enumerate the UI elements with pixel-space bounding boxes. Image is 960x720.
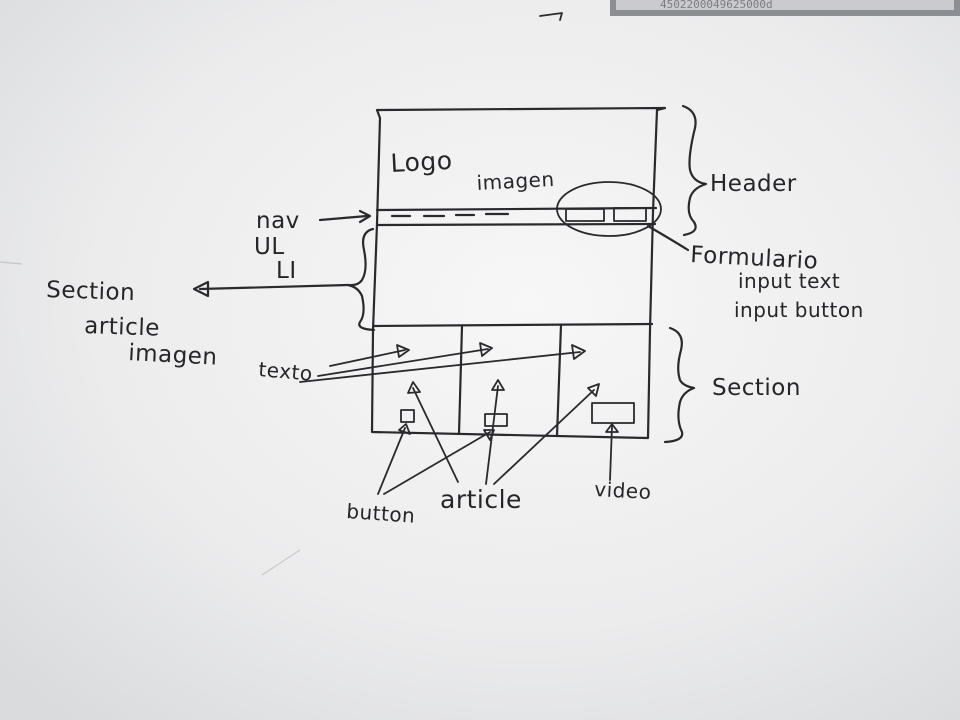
nav-bar-dashes xyxy=(390,212,510,218)
article-arrowhead-2 xyxy=(491,379,505,391)
texto-arrowhead-1 xyxy=(396,344,410,358)
label-section-right: Section xyxy=(712,375,801,401)
button-arrowhead-2 xyxy=(483,429,495,441)
label-header: Header xyxy=(710,171,797,197)
label-article-bottom: article xyxy=(440,485,522,514)
nav-bar-top-line xyxy=(375,206,658,212)
article-arrow-1 xyxy=(412,387,459,483)
form-input-text xyxy=(565,208,605,222)
article-arrowhead-1 xyxy=(407,381,421,394)
label-article-left: article xyxy=(84,313,161,342)
nav-arrowhead xyxy=(358,209,372,224)
page-outline xyxy=(370,106,667,440)
texto-arrow-2 xyxy=(317,348,489,377)
article-button-1 xyxy=(400,409,415,423)
section-divider xyxy=(372,322,654,328)
button-arrowhead-1 xyxy=(398,423,411,435)
frame-sticker-text: 4502200049625000d xyxy=(660,0,773,11)
label-ul: UL xyxy=(254,234,285,260)
section-arrow xyxy=(198,283,350,291)
labels: Logo imagen Header nav UL LI Formulario … xyxy=(46,146,864,528)
texto-arrow-1 xyxy=(329,349,406,367)
nav-bar-bottom-line xyxy=(375,222,657,227)
label-input-button: input button xyxy=(734,298,864,322)
label-button: button xyxy=(346,499,416,528)
label-texto: texto xyxy=(258,357,314,386)
article-button-2 xyxy=(484,413,508,427)
button-arrow-1 xyxy=(377,427,406,495)
header-brace xyxy=(681,104,708,237)
texto-arrow-3 xyxy=(299,351,581,383)
smudge-mark xyxy=(0,261,23,265)
article-arrow-3 xyxy=(493,389,595,485)
button-arrow-2 xyxy=(383,431,491,495)
board-frame-corner: 4502200049625000d xyxy=(610,0,960,16)
smudge-mark xyxy=(261,549,301,576)
formulario-pointer xyxy=(646,224,690,252)
texto-arrowhead-2 xyxy=(479,342,493,357)
video-arrowhead xyxy=(605,423,619,433)
label-imagen-left: imagen xyxy=(128,340,218,371)
form-input-button xyxy=(613,207,647,222)
section-arrowhead xyxy=(192,280,210,298)
label-section-left: Section xyxy=(46,277,136,306)
nav-arrow xyxy=(318,214,369,222)
label-input-text: input text xyxy=(738,269,840,293)
article-divider-1 xyxy=(457,324,464,436)
label-imagen-header: imagen xyxy=(476,167,555,195)
wireframe-page xyxy=(370,106,667,440)
label-li: LI xyxy=(276,258,297,284)
video-arrow xyxy=(609,425,613,481)
video-box xyxy=(591,402,635,424)
label-logo: Logo xyxy=(390,146,453,178)
label-video: video xyxy=(594,477,652,504)
stray-mark xyxy=(539,12,563,21)
article-divider-2 xyxy=(555,323,563,438)
section-right-brace xyxy=(663,326,696,444)
texto-arrowhead-3 xyxy=(571,344,586,360)
form-highlight-circle xyxy=(556,181,662,237)
label-nav: nav xyxy=(256,208,300,234)
arrows xyxy=(192,209,690,495)
article-arrowhead-3 xyxy=(587,383,600,397)
